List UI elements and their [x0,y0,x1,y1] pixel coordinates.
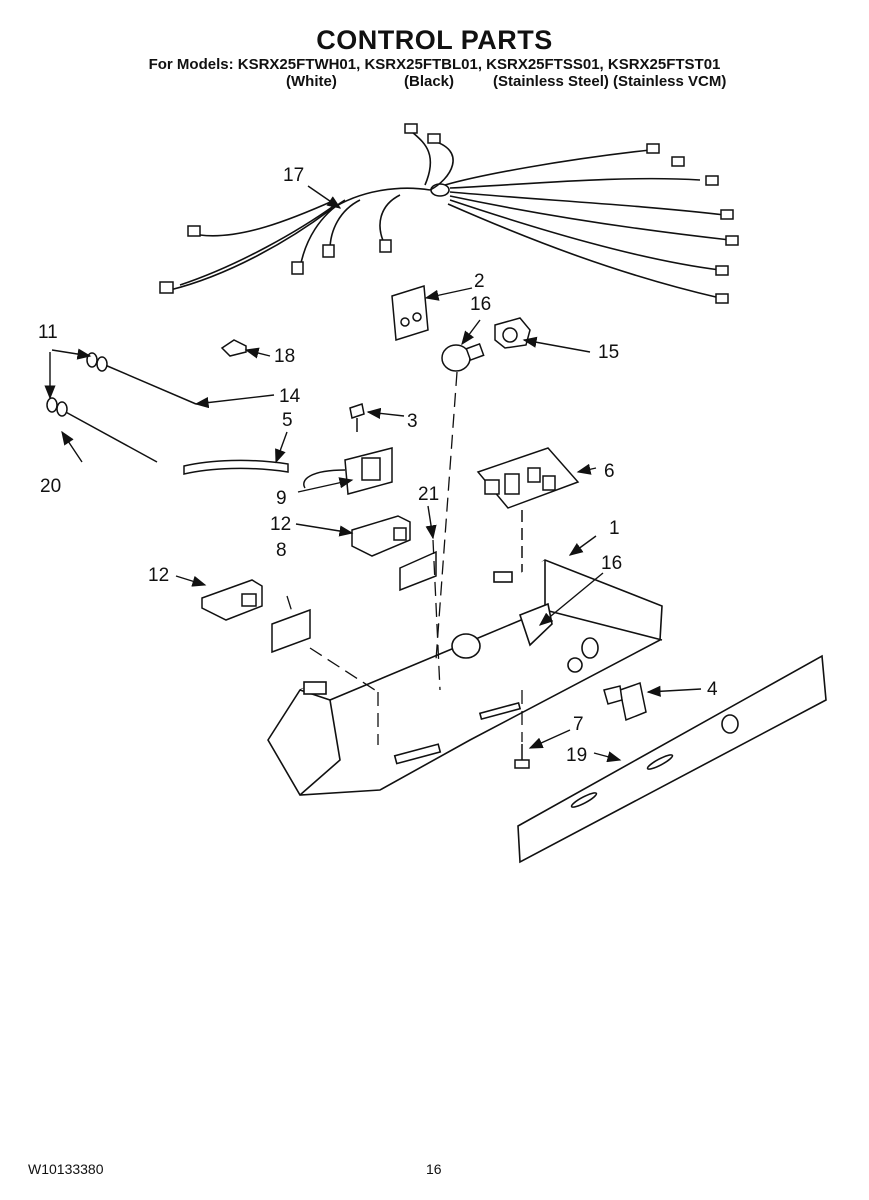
bracket-part-12-upper [351,515,411,557]
screw-part-3 [349,403,365,432]
color-black: (Black) [404,73,455,90]
color-stainless-steel: (Stainless Steel) [493,73,609,90]
document-number: W10133380 [28,1161,104,1177]
page-title: CONTROL PARTS [316,25,553,55]
callout-16b: 16 [601,553,622,574]
harness-connectors [159,123,739,304]
panel-part-19 [517,654,827,864]
callout-16a: 16 [470,294,491,315]
gasket-part-2 [391,285,429,341]
callout-9: 9 [276,488,287,509]
page-number: 16 [426,1161,442,1177]
callout-8: 8 [276,540,287,561]
callout-12b: 12 [148,565,169,586]
models-line: For Models: KSRX25FTWH01, KSRX25FTBL01, … [148,56,721,73]
callout-14: 14 [279,386,301,407]
callout-5: 5 [282,410,293,431]
bracket-part-12-lower [201,579,263,621]
callout-21: 21 [418,484,439,505]
light-bulb-part-16 [441,343,485,372]
control-housing-part-1 [267,559,663,796]
callout-2: 2 [474,271,485,292]
label-part-8 [271,608,311,654]
callout-labels: 17 2 16 15 18 11 14 3 5 20 6 9 21 12 1 8… [38,165,718,766]
callout-12a: 12 [270,514,291,535]
callout-4: 4 [707,679,718,700]
control-board-part-6 [476,447,580,600]
callout-18: 18 [274,346,295,367]
callout-leaders [44,185,702,763]
clip-part-18 [220,339,247,357]
tube-part-5 [183,459,289,475]
callout-17: 17 [283,165,304,186]
callout-3: 3 [407,411,418,432]
switch-part-9 [303,447,393,495]
callout-11: 11 [38,322,58,343]
callout-7: 7 [573,714,584,735]
callout-19: 19 [566,745,587,766]
tubes-parts-14-20 [46,352,197,463]
wire-harness [169,129,731,299]
knob-part-4 [603,682,647,722]
socket-part-15 [494,317,531,349]
callout-1: 1 [609,518,620,539]
color-white: (White) [286,73,337,90]
callout-6: 6 [604,461,615,482]
callout-20: 20 [40,476,61,497]
screw-part-7 [514,744,530,769]
callout-15: 15 [598,342,619,363]
label-part-21 [399,550,437,592]
color-stainless-vcm: (Stainless VCM) [613,73,727,90]
assembly-lines [286,371,523,745]
